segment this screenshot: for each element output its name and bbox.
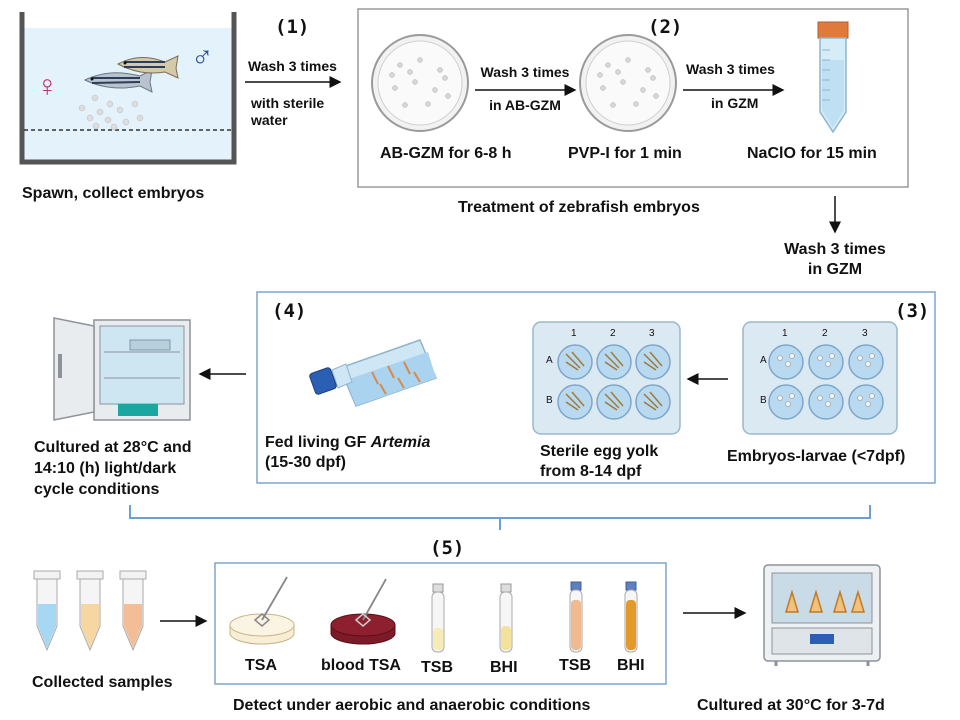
zebrafish-female-icon <box>83 69 153 93</box>
medium-label-tsb-2: TSB <box>559 657 591 674</box>
tsa-plate-icon <box>229 576 295 645</box>
treatment-title: Treatment of zebrafish embryos <box>458 199 700 216</box>
wash-gzm-b-line2: in GZM <box>807 261 863 278</box>
fish-tank-icon <box>19 12 237 165</box>
medium-label-tsa: TSA <box>245 657 277 674</box>
plate-right-col-1: 1 <box>782 328 788 339</box>
step-1-label: (1) <box>275 16 310 38</box>
petri-dish-ab-gzm-icon <box>371 34 469 132</box>
plate-mid-row-b: B <box>546 395 553 406</box>
shaker-culture-label: Cultured at 30°C for 3-7d <box>697 697 885 714</box>
step-4-label: (4) <box>272 300 307 322</box>
step-3-label: (3) <box>895 300 930 322</box>
ab-gzm-label: AB-GZM for 6-8 h <box>380 145 512 162</box>
wash-sterile-line2: with sterile <box>251 95 325 111</box>
fed-artemia-line1: Fed living GF Artemia <box>265 434 431 451</box>
fed-artemia-line2: (15-30 dpf) <box>265 454 346 471</box>
step-2-label: (2) <box>648 16 683 38</box>
zebrafish-male-icon <box>116 55 179 79</box>
wash-ab-gzm-line2: in AB-GZM <box>489 97 561 113</box>
yolk-line1: Sterile egg yolk <box>540 443 659 460</box>
bhi-tube-aerobic-icon <box>499 583 513 653</box>
incubator-icon <box>53 317 191 421</box>
six-well-plate-larvae-icon <box>532 321 681 435</box>
wash-gzm-a-line1: Wash 3 times <box>686 61 775 77</box>
detection-caption: Detect under aerobic and anaerobic condi… <box>233 697 591 714</box>
female-symbol: ♀ <box>36 70 59 103</box>
naclo-label: NaClO for 15 min <box>747 145 877 162</box>
plate-mid-col-1: 1 <box>571 328 577 339</box>
male-symbol: ♂ <box>191 40 214 73</box>
wash-ab-gzm-line1: Wash 3 times <box>480 64 570 80</box>
six-well-plate-embryos-icon <box>742 321 898 435</box>
culture-flask-icon <box>309 339 438 407</box>
yolk-line2: from 8-14 dpf <box>540 463 642 480</box>
plate-right-row-a: A <box>760 355 767 366</box>
falcon-tube-icon <box>817 21 849 134</box>
incubator-line1: Cultured at 28°C and <box>34 439 192 456</box>
plate-right-col-2: 2 <box>822 328 828 339</box>
tsb-tube-aerobic-icon <box>431 583 445 653</box>
incubator-line2: 14:10 (h) light/dark <box>34 460 177 477</box>
blood-tsa-plate-icon <box>330 578 396 645</box>
petri-dish-pvp-i-icon <box>579 34 677 132</box>
bhi-tube-anaerobic-icon <box>624 581 638 653</box>
sample-tubes-icon <box>33 570 147 652</box>
plate-mid-row-a: A <box>546 355 553 366</box>
wash-gzm-a-line2: in GZM <box>711 95 759 111</box>
collected-samples-label: Collected samples <box>32 674 173 691</box>
tsb-tube-anaerobic-icon <box>569 581 583 653</box>
plate-right-row-b: B <box>760 395 767 406</box>
plate-mid-col-2: 2 <box>610 328 616 339</box>
bracket-connector <box>129 505 871 519</box>
wash-sterile-line3: water <box>251 112 288 128</box>
medium-label-blood-tsa: blood TSA <box>321 657 401 674</box>
incubator-line3: cycle conditions <box>34 481 160 498</box>
wash-gzm-b-line1: Wash 3 times <box>784 241 886 258</box>
medium-label-tsb-1: TSB <box>421 659 453 676</box>
shaker-incubator-icon <box>763 564 881 666</box>
step-5-label: (5) <box>430 537 465 559</box>
wash-sterile-line1: Wash 3 times <box>248 58 337 74</box>
medium-label-bhi-1: BHI <box>490 659 518 676</box>
embryos-larvae-label: Embryos-larvae (<7dpf) <box>727 448 906 465</box>
plate-right-col-3: 3 <box>862 328 868 339</box>
spawn-caption: Spawn, collect embryos <box>22 185 205 202</box>
medium-label-bhi-2: BHI <box>617 657 645 674</box>
plate-mid-col-3: 3 <box>649 328 655 339</box>
artemia-italic: Artemia <box>370 434 431 451</box>
pvp-i-label: PVP-I for 1 min <box>568 145 682 162</box>
